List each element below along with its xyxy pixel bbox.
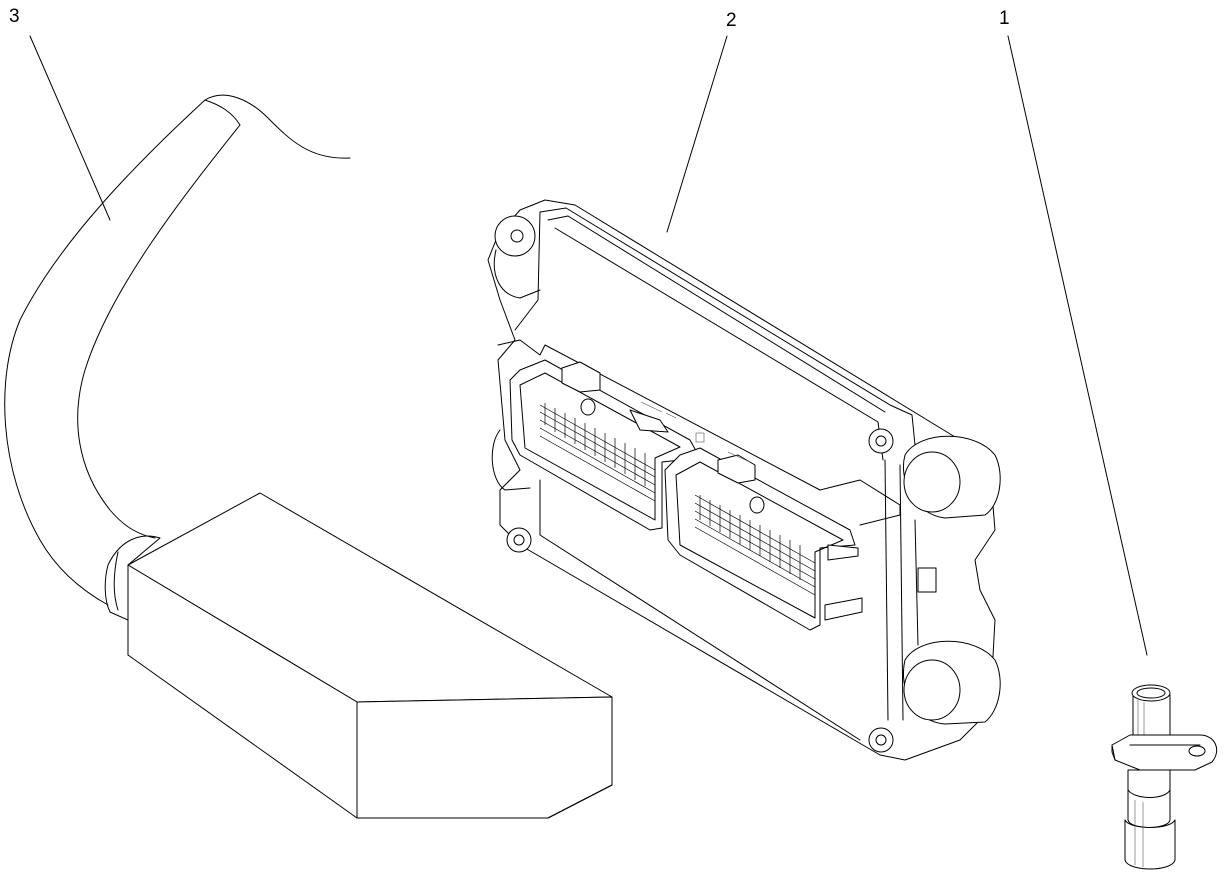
callout-2: 2 [726, 10, 737, 31]
wiring-harness-icon [4, 94, 613, 819]
control-module-icon [487, 199, 1001, 761]
leader-line-2 [666, 35, 728, 233]
callout-3: 3 [9, 6, 20, 27]
sensor-icon [1111, 684, 1218, 870]
leader-lines [29, 35, 1148, 656]
leader-line-3 [29, 35, 111, 221]
callout-1: 1 [999, 8, 1010, 29]
leader-line-1 [1007, 35, 1148, 656]
